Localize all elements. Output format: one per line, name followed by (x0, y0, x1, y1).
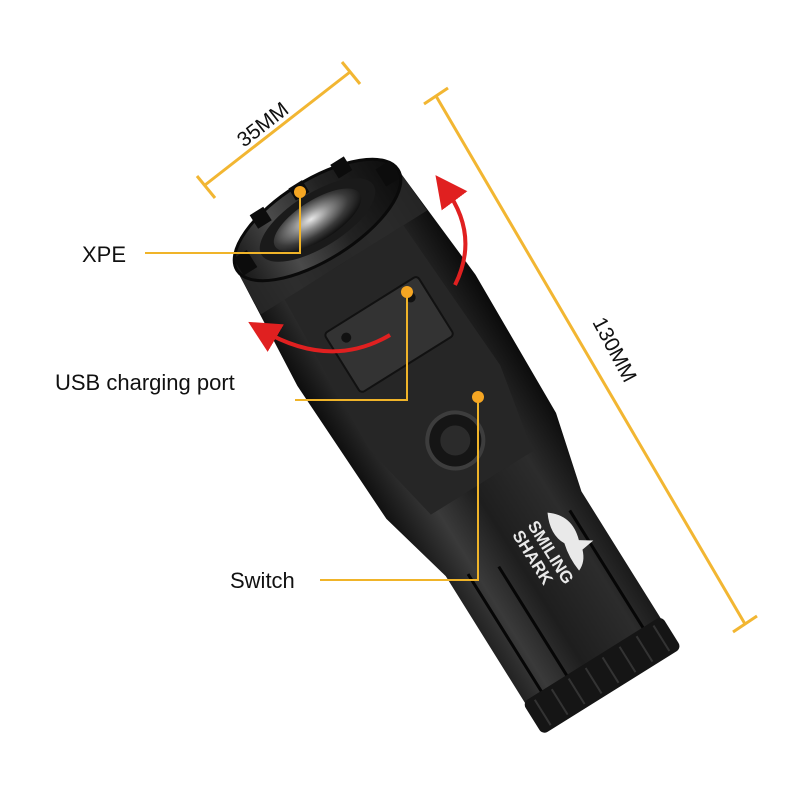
callout-dot (294, 186, 306, 198)
callout-usb: USB charging port (55, 286, 413, 401)
flashlight: SMILING SHARK (232, 156, 680, 733)
callout-label-led: XPE (82, 242, 126, 267)
tail-cap (524, 618, 680, 733)
grip-grooves (466, 509, 656, 711)
callout-dot (472, 391, 484, 403)
usb-cover-screw (341, 332, 352, 343)
tail-knurling (533, 625, 671, 726)
callout-led: XPE (82, 186, 306, 267)
callout-label-usb: USB charging port (55, 370, 235, 395)
rotate-arrow-bottom (248, 321, 392, 354)
bezel-teeth (233, 156, 400, 276)
led-lens (273, 188, 362, 252)
width-dimension (195, 61, 362, 199)
shark-logo-icon (547, 512, 594, 571)
callout-dot (401, 286, 413, 298)
rotate-arrow-top (435, 175, 468, 286)
power-switch-cap (440, 425, 471, 456)
length-dimension (423, 86, 758, 634)
callout-switch: Switch (230, 391, 484, 593)
length-label: 130MM (588, 314, 641, 387)
callout-label-switch: Switch (230, 568, 295, 593)
